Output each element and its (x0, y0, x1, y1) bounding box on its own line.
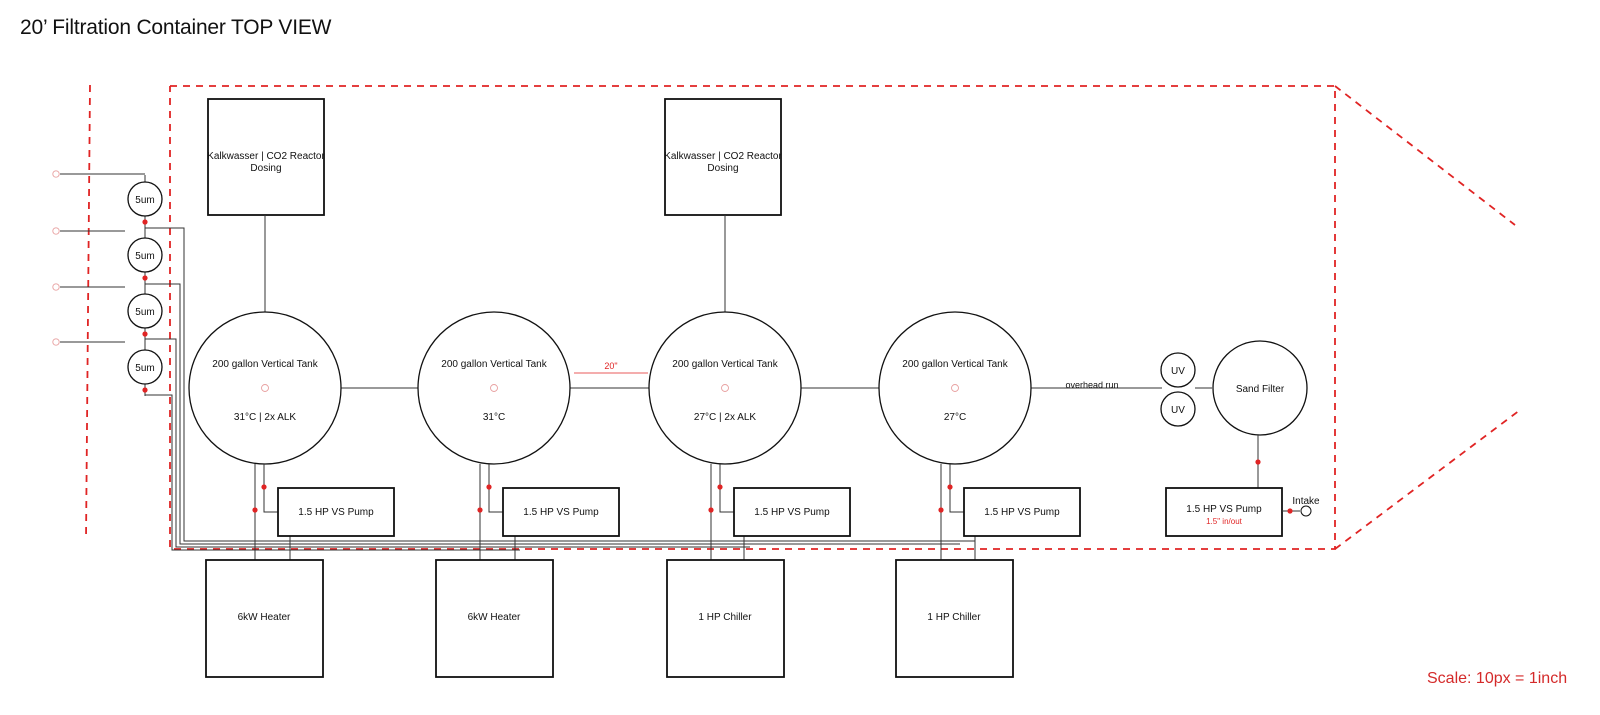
heater-unit[interactable]: 6kW Heater (435, 559, 554, 678)
vertical-tank[interactable]: 200 gallon Vertical Tank 31°C | 2x ALK (188, 311, 342, 465)
dosing-unit-sublabel: Dosing (250, 163, 281, 174)
pump-valve[interactable] (252, 507, 258, 513)
vertical-tank[interactable]: 200 gallon Vertical Tank 27°C (878, 311, 1032, 465)
intake-valve[interactable] (1287, 508, 1293, 514)
circulation-pump[interactable]: 1.5 HP VS Pump (733, 487, 851, 537)
chiller-unit[interactable]: 1 HP Chiller (895, 559, 1014, 678)
uv-unit[interactable]: UV (1160, 391, 1196, 427)
equipment-label: 1 HP Chiller (927, 612, 981, 623)
pump-label: 1.5 HP VS Pump (754, 507, 830, 518)
prefilter-label: 5um (135, 307, 154, 318)
uv-label: UV (1171, 366, 1185, 377)
page-title: 20’ Filtration Container TOP VIEW (20, 16, 332, 39)
pump-valve[interactable] (708, 507, 714, 513)
pump-valve[interactable] (486, 484, 492, 490)
pump-valve[interactable] (717, 484, 723, 490)
scale-label: Scale: 10px = 1inch (1427, 670, 1568, 687)
dosing-unit-label: Kalkwasser | CO2 Reactor (664, 151, 782, 162)
circulation-pump[interactable]: 1.5 HP VS Pump (963, 487, 1081, 537)
pump-valve[interactable] (947, 484, 953, 490)
overhead-run-label: overhead run (1065, 380, 1118, 390)
sand-filter-valve[interactable] (1255, 459, 1261, 465)
prefilter-label: 5um (135, 251, 154, 262)
circulation-pump[interactable]: 1.5 HP VS Pump (277, 487, 395, 537)
container-left-wall (85, 84, 91, 541)
dosing-unit[interactable]: Kalkwasser | CO2 Reactor Dosing (664, 98, 782, 216)
sand-filter-label: Sand Filter (1236, 384, 1285, 395)
equipment-label: 1 HP Chiller (698, 612, 752, 623)
prefilter[interactable]: 5um (127, 293, 163, 329)
dosing-unit[interactable]: Kalkwasser | CO2 Reactor Dosing (207, 98, 325, 216)
container-boundary (85, 84, 1521, 550)
tank-info: 27°C (944, 412, 966, 423)
dosing-unit-label: Kalkwasser | CO2 Reactor (207, 151, 325, 162)
uv-unit[interactable]: UV (1160, 352, 1196, 388)
tank-info: 31°C | 2x ALK (234, 412, 297, 423)
tank-label: 200 gallon Vertical Tank (212, 359, 318, 370)
pump-label: 1.5 HP VS Pump (523, 507, 599, 518)
tank-info: 27°C | 2x ALK (694, 412, 757, 423)
prefilter[interactable]: 5um (127, 181, 163, 217)
prefilter-valve[interactable] (142, 219, 148, 393)
pump-label: 1.5 HP VS Pump (298, 507, 374, 518)
tank-label: 200 gallon Vertical Tank (902, 359, 1008, 370)
tank-info: 31°C (483, 412, 505, 423)
container-door-lower (1334, 409, 1521, 550)
vertical-tank[interactable]: 200 gallon Vertical Tank 27°C | 2x ALK (648, 311, 802, 465)
sand-filter[interactable]: Sand Filter (1212, 340, 1308, 436)
prefilter-label: 5um (135, 363, 154, 374)
prefilter[interactable]: 5um (127, 237, 163, 273)
pump-label: 1.5 HP VS Pump (984, 507, 1060, 518)
dosing-unit-sublabel: Dosing (707, 163, 738, 174)
container-door-upper (1334, 85, 1516, 226)
tank-spacing-label: 20" (604, 361, 617, 371)
intake-port-icon[interactable] (1300, 505, 1312, 517)
vertical-tank[interactable]: 200 gallon Vertical Tank 31°C (417, 311, 571, 465)
prefilter[interactable]: 5um (127, 349, 163, 385)
uv-label: UV (1171, 405, 1185, 416)
pump-valve[interactable] (938, 507, 944, 513)
intake-pump[interactable]: 1.5 HP VS Pump 1.5" in/out (1165, 487, 1283, 537)
prefilter-label: 5um (135, 195, 154, 206)
equipment-label: 6kW Heater (238, 612, 291, 623)
tank-label: 200 gallon Vertical Tank (441, 359, 547, 370)
circulation-pump[interactable]: 1.5 HP VS Pump (502, 487, 620, 537)
intake-label: Intake (1292, 496, 1320, 507)
pump-valve[interactable] (261, 484, 267, 490)
intake-pump-sublabel: 1.5" in/out (1206, 517, 1243, 526)
equipment-label: 6kW Heater (468, 612, 521, 623)
heater-unit[interactable]: 6kW Heater (205, 559, 324, 678)
chiller-unit[interactable]: 1 HP Chiller (666, 559, 785, 678)
prefilter-piping (52, 170, 975, 551)
intake-pump-label: 1.5 HP VS Pump (1186, 504, 1262, 515)
tank-label: 200 gallon Vertical Tank (672, 359, 778, 370)
pump-valve[interactable] (477, 507, 483, 513)
